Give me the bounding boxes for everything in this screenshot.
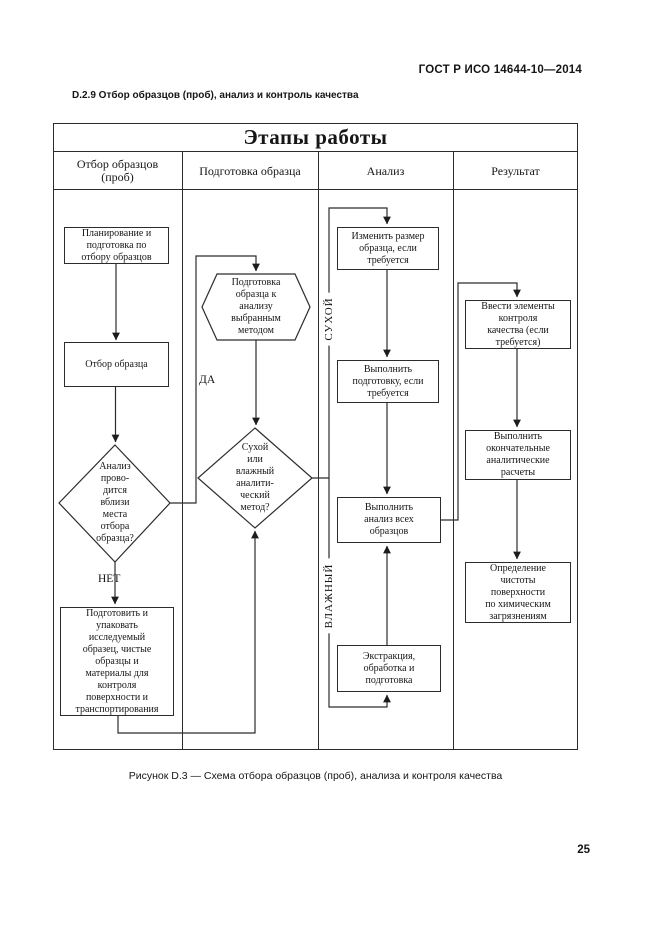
decision-dry-wet-label: Сухой или влажный аналити- ческий метод? [235,442,275,513]
figure-title: Этапы работы [53,123,578,152]
node-analyze-all: Выполнить анализ всех образцов [337,497,441,543]
section-heading: D.2.9 Отбор образцов (проб), анализ и ко… [72,90,359,101]
column-divider [317,152,319,750]
column-divider [452,152,454,750]
column-header-preparation: Подготовка образца [199,163,301,178]
flow-connector-to-result [438,282,521,521]
node-sampling: Отбор образца [64,342,169,387]
figure-frame [53,123,578,750]
decision-near-site-shape [58,444,171,563]
flow-connector-yes-branch [170,255,260,504]
column-divider [181,152,183,750]
flow-connectors [58,207,521,734]
decision-near-site-label: Анализ прово- дится вблизи места отбора … [96,461,134,544]
node-pack-transport: Подготовить и упаковать исследуемый обра… [60,607,174,716]
column-header-sampling: Отбор образцов (проб) [76,157,159,184]
column-header-result: Результат [491,163,540,178]
node-planning: Планирование и подготовка по отбору обра… [64,227,169,264]
page-number: 25 [577,844,590,856]
node-resize-sample: Изменить размер образца, если требуется [337,227,439,270]
label-yes: ДА [199,374,216,386]
doc-reference-header: ГОСТ Р ИСО 14644-10—2014 [418,64,582,76]
column-header-analysis: Анализ [366,163,405,178]
node-final-calculations: Выполнить окончательные аналитические ра… [465,430,571,480]
prep-method-hexagon-label: Подготовка образца к анализу выбранным м… [231,277,281,336]
node-qc-elements: Ввести элементы контроля качества (если … [465,300,571,349]
prep-method-hexagon-shape [201,273,311,341]
label-wet: ВЛАЖНЫЙ [322,558,336,634]
column-header-row: Отбор образцов (проб) Подготовка образца… [53,152,578,190]
decision-dry-wet-shape [197,427,313,529]
node-extraction: Экстракция, обработка и подготовка [337,645,441,692]
label-dry: СУХОЙ [322,292,336,346]
node-perform-preparation: Выполнить подготовку, если требуется [337,360,439,403]
label-no: НЕТ [98,573,121,585]
figure-caption: Рисунок D.3 — Схема отбора образцов (про… [128,770,503,782]
node-surface-cleanliness: Определение чистоты поверхности по химич… [465,562,571,623]
flow-connector-loop-to-dry-wet [117,530,259,734]
